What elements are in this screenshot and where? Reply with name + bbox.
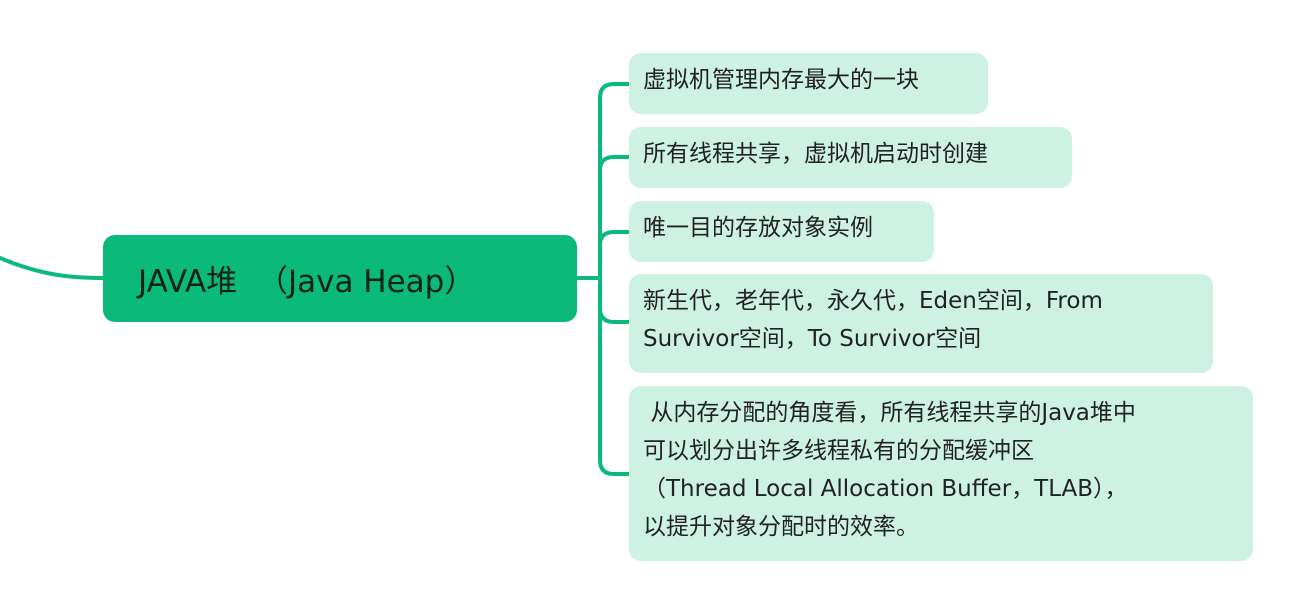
- subtopic-node-1[interactable]: 虚拟机管理内存最大的一块: [629, 53, 988, 114]
- subtopic-node-3[interactable]: 唯一目的存放对象实例: [629, 201, 934, 262]
- branch-tick-3: [598, 230, 631, 247]
- central-topic-node[interactable]: JAVA堆 （Java Heap）: [103, 235, 577, 322]
- branch-tick-4: [598, 306, 631, 324]
- subtopic-node-4[interactable]: 新生代，老年代，永久代，Eden空间，From Survivor空间，To Su…: [629, 274, 1213, 373]
- branch-bracket: [598, 82, 631, 476]
- parent-connector: [0, 256, 106, 280]
- subtopic-node-2[interactable]: 所有线程共享，虚拟机启动时创建: [629, 127, 1072, 188]
- subtopic-node-5[interactable]: 从内存分配的角度看，所有线程共享的Java堆中 可以划分出许多线程私有的分配缓冲…: [629, 386, 1253, 561]
- branch-tick-2: [598, 155, 631, 172]
